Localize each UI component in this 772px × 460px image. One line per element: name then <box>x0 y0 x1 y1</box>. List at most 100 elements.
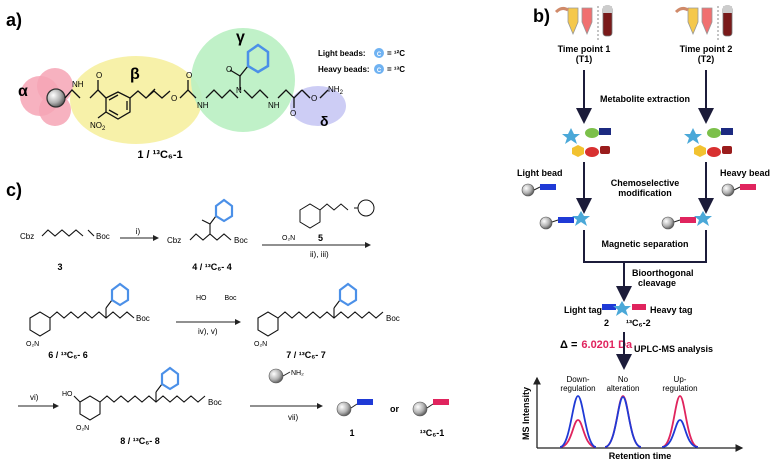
metabolites-left-icon <box>562 128 611 157</box>
compound-7-structure <box>257 282 384 337</box>
beta-region <box>70 56 202 144</box>
label-o-ester: O <box>171 94 177 103</box>
compound-8-label: 8 / ¹³C₆- 8 <box>120 436 160 446</box>
c4-cbz: Cbz <box>167 236 181 245</box>
compound-3-structure <box>41 229 95 237</box>
heavy-bead-label: Heavy bead <box>720 168 770 178</box>
greek-gamma: γ <box>236 29 245 46</box>
reagent-iv-v: iv), v) <box>198 327 218 336</box>
final-1-label: 1 <box>349 428 354 438</box>
svg-text:C: C <box>377 68 382 74</box>
heavy-conjugate-icon <box>661 211 712 230</box>
chromatogram: MS Intensity Retention time Down- regula… <box>521 375 744 460</box>
label-o1: O <box>96 71 102 80</box>
step-modification: modification <box>618 188 672 198</box>
final-2-bead-icon <box>412 401 428 417</box>
label-o-amide: O <box>226 65 232 74</box>
legend-heavy-iso: = ¹³C <box>387 65 405 74</box>
reagent-vii: vii) <box>288 413 299 422</box>
svg-text:C: C <box>377 52 382 58</box>
c7-o2n: O₂N <box>254 341 267 348</box>
label-nh-2: NH <box>268 101 280 110</box>
greek-delta: δ <box>320 113 329 129</box>
greek-alpha: α <box>18 83 28 100</box>
c8-o2n: O₂N <box>76 425 89 432</box>
timepoint-1-label: Time point 1 <box>558 44 611 54</box>
or-label: or <box>390 404 399 414</box>
delta-region <box>290 86 346 126</box>
compound-7-label: 7 / ¹³C₆- 7 <box>286 350 326 360</box>
compound-4-label: 4 / ¹³C₆- 4 <box>192 262 232 272</box>
peak-3-label-b: regulation <box>662 384 697 393</box>
heavy-tag-label: Heavy tag <box>650 305 693 315</box>
step-bioorthogonal: Bioorthogonal <box>632 268 694 278</box>
peak-3-light <box>661 419 699 448</box>
legend-light-iso: = ¹²C <box>387 49 405 58</box>
light-tag-product-icon <box>602 304 616 310</box>
c8-ho: HO <box>62 391 73 398</box>
c8-boc: Boc <box>208 398 222 407</box>
peak-1-light <box>559 395 597 448</box>
legend-light-label: Light beads: <box>318 49 366 58</box>
c3-boc: Boc <box>96 232 110 241</box>
bead-amine-icon <box>268 368 284 384</box>
compound-3-label: 3 <box>57 262 62 272</box>
compound-1-label: 1 / ¹³C₆-1 <box>137 149 182 161</box>
x-axis-label: Retention time <box>609 451 672 460</box>
mass-delta: Δ =6.0201 Da <box>560 339 633 351</box>
light-bead-icon <box>521 183 535 197</box>
label-nh2: NH2 <box>328 85 344 96</box>
final-2-label: ¹³C₆-1 <box>420 428 445 438</box>
compound-5-structure <box>299 199 375 229</box>
compound-4-structure <box>189 198 234 241</box>
label-o-amide2: O <box>290 109 296 118</box>
step-metabolite-extraction: Metabolite extraction <box>600 94 690 104</box>
timepoint-2-sub: (T2) <box>698 54 715 64</box>
compound-1-structure <box>46 43 329 120</box>
tubes-t1-icon <box>554 5 613 40</box>
c4-boc: Boc <box>234 236 248 245</box>
tubes-t2-icon <box>674 5 733 40</box>
reagent-i: i) <box>136 227 141 236</box>
timepoint-2-label: Time point 2 <box>680 44 733 54</box>
label-o-carbonyl: O <box>186 71 192 80</box>
peak-3-label-a: Up- <box>674 375 687 384</box>
c6-o2n: O₂N <box>26 341 39 348</box>
peak-3-heavy <box>661 395 699 448</box>
bead-nh2: NH₂ <box>291 370 304 377</box>
final-2-tag-icon <box>433 399 449 405</box>
peak-1-heavy <box>559 419 597 448</box>
label-no2: NO2 <box>90 121 106 132</box>
peak-2-label-a: No <box>618 375 629 384</box>
label-o-oxyamine: O <box>311 94 317 103</box>
y-axis-label: MS Intensity <box>521 387 531 440</box>
peak-2-label-b: alteration <box>607 384 640 393</box>
reagent-vi: vi) <box>30 393 39 402</box>
step-uplc: UPLC-MS analysis <box>634 344 713 354</box>
tag-2-label: 2 <box>604 318 609 328</box>
step-magnetic-separation: Magnetic separation <box>601 239 688 249</box>
peak-2-light <box>604 396 642 448</box>
heavy-tag-icon <box>740 184 756 190</box>
legend-heavy-c-icon <box>374 64 384 74</box>
panel-c-label: c) <box>6 180 22 200</box>
c3-cbz: Cbz <box>20 232 34 241</box>
step-chemoselective: Chemoselective <box>611 178 680 188</box>
light-tag-icon <box>540 184 556 190</box>
c5-o2n: O₂N <box>282 235 295 242</box>
heavy-tag-product-icon <box>632 304 646 310</box>
greek-beta: β <box>130 66 140 83</box>
light-conjugate-icon <box>539 211 590 230</box>
step-cleavage: cleavage <box>638 278 676 288</box>
legend-heavy-label: Heavy beads: <box>318 65 370 74</box>
timepoint-1-sub: (T1) <box>576 54 593 64</box>
peak-2-heavy <box>604 395 642 448</box>
peak-1-label-b: regulation <box>560 384 595 393</box>
final-1-bead-icon <box>336 401 352 417</box>
reagent-ii-iii: ii), iii) <box>310 250 329 259</box>
peak-1-label-a: Down- <box>566 375 589 384</box>
label-n-amide: N <box>236 86 242 95</box>
compound-5-label: 5 <box>318 233 323 243</box>
